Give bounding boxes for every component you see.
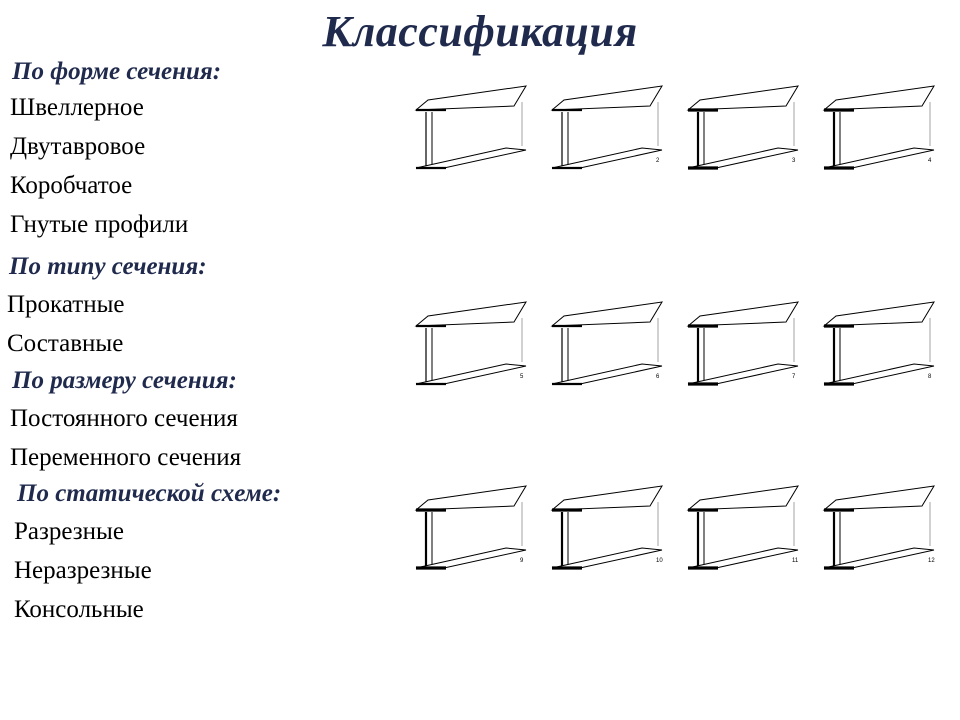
beam-sketch: 7 — [686, 301, 799, 386]
list-item: Составные — [7, 330, 124, 357]
beam-number: 11 — [792, 558, 799, 564]
list-item: Коробчатое — [10, 172, 133, 199]
list-item: Неразрезные — [14, 557, 152, 584]
list-item: Швеллерное — [10, 94, 144, 121]
list-item: Прокатные — [7, 291, 125, 318]
beam-number: 6 — [656, 374, 660, 380]
section-heading-type: По типу сечения: — [9, 253, 207, 280]
section-heading-static: По статической схеме: — [17, 480, 282, 507]
beam-sections-drawing: 2 3 4 5 6 7 8 9 10 11 12 — [414, 85, 935, 570]
section-heading-shape: По форме сечения: — [12, 58, 222, 85]
list-item: Консольные — [14, 596, 144, 623]
beam-sketch: 4 — [822, 85, 935, 170]
list-item: Гнутые профили — [10, 211, 189, 238]
beam-sketch: 6 — [550, 301, 663, 386]
beam-sketch — [414, 85, 527, 170]
beam-section-figure: 2 3 4 5 6 7 8 9 10 11 12 — [412, 84, 952, 584]
beam-sketch: 11 — [686, 485, 799, 570]
beam-sketch: 10 — [550, 485, 663, 570]
beam-number: 4 — [928, 158, 932, 164]
list-item: Переменного сечения — [10, 444, 242, 471]
beam-number: 9 — [520, 558, 524, 564]
beam-sketch: 12 — [822, 485, 935, 570]
beam-sketch: 5 — [414, 301, 527, 386]
beam-sketch: 8 — [822, 301, 935, 386]
list-item: Разрезные — [14, 518, 124, 545]
beam-number: 12 — [928, 558, 935, 564]
beam-number: 10 — [656, 558, 663, 564]
beam-sketch: 3 — [686, 85, 799, 170]
list-item: Постоянного сечения — [10, 405, 238, 432]
beam-sketch: 2 — [550, 85, 663, 170]
beam-number: 8 — [928, 374, 932, 380]
beam-sketch: 9 — [414, 485, 527, 570]
section-heading-size: По размеру сечения: — [12, 367, 237, 394]
slide-title: Классификация — [322, 7, 638, 56]
list-item: Двутавровое — [10, 133, 146, 160]
beam-number: 2 — [656, 158, 660, 164]
beam-number: 3 — [792, 158, 796, 164]
beam-number: 5 — [520, 374, 524, 380]
beam-number: 7 — [792, 374, 796, 380]
